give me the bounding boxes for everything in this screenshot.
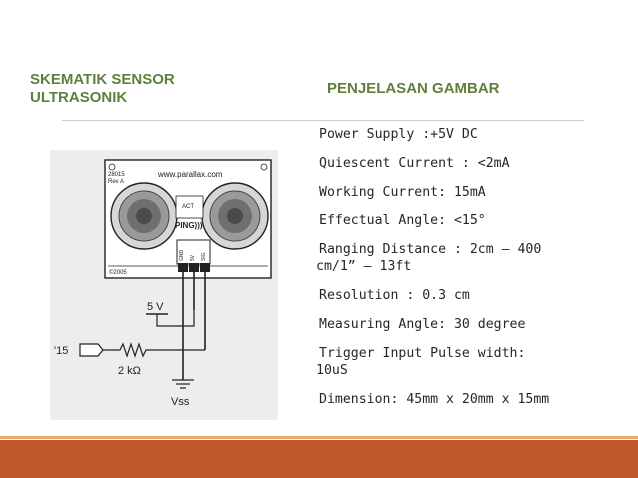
spec-item-trigger-pulse: Trigger Input Pulse width: 10uS xyxy=(316,346,526,378)
pin-label-gnd: GND xyxy=(179,250,185,262)
module-label-box xyxy=(175,195,204,219)
transducer-left xyxy=(110,182,178,250)
spec-item-measuring-angle: Measuring Angle: 30 degree xyxy=(319,317,526,332)
pin-label-sig: SIG xyxy=(201,252,207,261)
sensor-schematic-figure: 28015 Rev A www.parallax.com ACT PING))) xyxy=(50,150,278,420)
ground-label: Vss xyxy=(171,396,190,408)
board-code: 28015 xyxy=(108,172,125,178)
spec-item-effectual-angle: Effectual Angle: <15° xyxy=(319,213,486,228)
spec-item-dimension: Dimension: 45mm x 20mm x 15mm xyxy=(319,392,550,407)
footer-bar xyxy=(0,440,638,478)
spec-item-working-current: Working Current: 15mA xyxy=(319,185,486,200)
module-sub-label: ACT xyxy=(182,204,194,210)
ground-symbol xyxy=(172,379,194,389)
pin-arrow xyxy=(79,343,104,357)
board-revision: Rev A xyxy=(108,179,124,185)
explanation-heading: PENJELASAN GAMBAR xyxy=(327,80,500,97)
module-name: PING))) xyxy=(175,221,203,230)
pin-label-5v: 5V xyxy=(190,254,196,261)
mount-hole-right xyxy=(260,163,268,171)
pin-sockets xyxy=(178,263,210,272)
sensor-schematic: 28015 Rev A www.parallax.com ACT PING))) xyxy=(54,159,272,408)
supply-wire xyxy=(156,310,195,327)
schematic-heading-line-1: SKEMATIK SENSOR xyxy=(30,71,175,88)
resistor-label: 2 kΩ xyxy=(118,365,141,377)
copyright-label: ©2005 xyxy=(109,269,127,276)
board-website: www.parallax.com xyxy=(157,170,223,179)
pin-number-label: '15 xyxy=(54,345,68,357)
transducer-right xyxy=(201,182,269,250)
spec-item-resolution: Resolution : 0.3 cm xyxy=(319,288,470,303)
spec-item-quiescent-current: Quiescent Current : <2mA xyxy=(319,156,510,171)
heading-divider xyxy=(62,120,584,121)
supply-label: 5 V xyxy=(147,301,164,313)
spec-item-power-supply: Power Supply :+5V DC xyxy=(319,127,478,142)
footer-accent-line xyxy=(0,436,638,439)
resistor-symbol xyxy=(103,342,205,358)
mount-hole-left xyxy=(108,163,116,171)
schematic-heading: SKEMATIK SENSOR ULTRASONIK xyxy=(30,71,250,107)
spec-item-ranging-distance: Ranging Distance : 2cm – 400 cm/1” – 13f… xyxy=(316,242,542,274)
schematic-heading-line-2: ULTRASONIK xyxy=(30,89,128,106)
